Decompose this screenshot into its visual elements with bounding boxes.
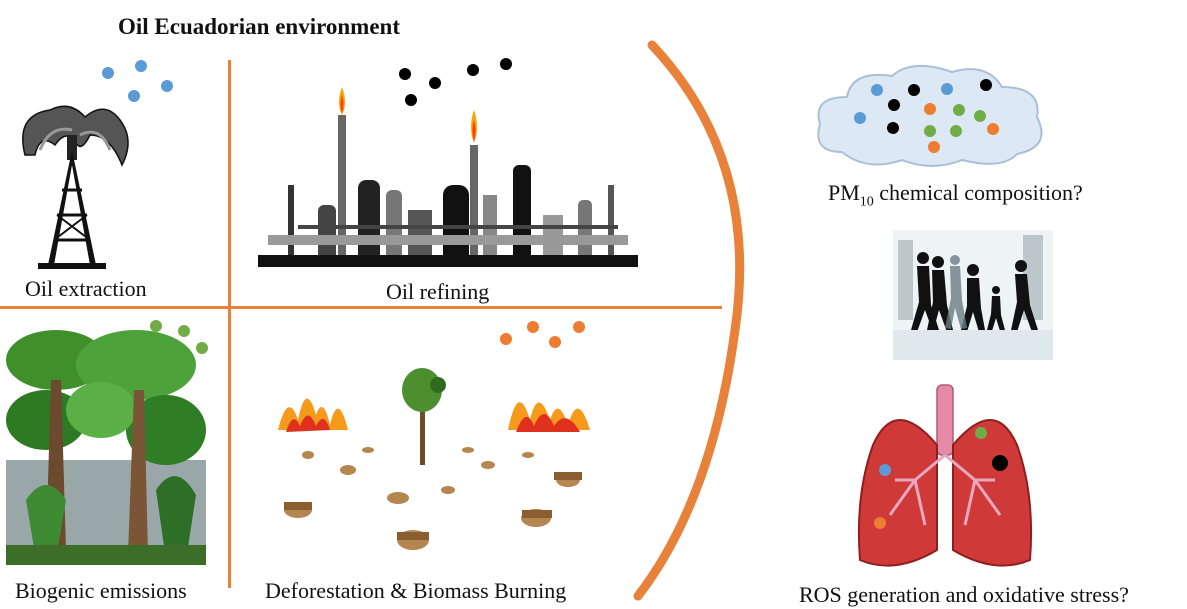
particle-black bbox=[908, 84, 920, 96]
particle-green bbox=[178, 325, 190, 337]
particle-black bbox=[500, 58, 512, 70]
particle-black bbox=[980, 79, 992, 91]
particle-orange bbox=[924, 103, 936, 115]
deforestation-icon bbox=[278, 368, 590, 550]
label-oil-extraction: Oil extraction bbox=[25, 276, 147, 301]
particle-orange bbox=[500, 333, 512, 345]
label-oil-refining: Oil refining bbox=[386, 279, 490, 304]
particle-orange bbox=[549, 336, 561, 348]
particle-green bbox=[953, 104, 965, 116]
particle-blue bbox=[135, 60, 147, 72]
horizontal-divider bbox=[0, 306, 722, 309]
particle-orange bbox=[527, 321, 539, 333]
particle-black bbox=[888, 99, 900, 111]
pm-suffix: chemical composition? bbox=[873, 180, 1083, 205]
particle-black bbox=[399, 68, 411, 80]
oil-derrick-icon bbox=[22, 105, 129, 269]
particle-black bbox=[467, 64, 479, 76]
people-walking-icon bbox=[893, 230, 1053, 360]
particle-blue bbox=[128, 90, 140, 102]
page-title: Oil Ecuadorian environment bbox=[118, 14, 400, 39]
particle-black bbox=[887, 122, 899, 134]
particle-blue bbox=[854, 112, 866, 124]
particle-green bbox=[150, 320, 162, 332]
particle-blue bbox=[102, 67, 114, 79]
particle-black bbox=[405, 94, 417, 106]
lungs-icon bbox=[857, 384, 1033, 567]
particle-orange bbox=[573, 321, 585, 333]
particle-orange bbox=[928, 141, 940, 153]
particle-green bbox=[974, 110, 986, 122]
particle-blue bbox=[941, 83, 953, 95]
rainforest-icon bbox=[6, 330, 206, 565]
pm10-cloud-icon bbox=[817, 64, 1043, 167]
particle-black bbox=[429, 77, 441, 89]
particle-green bbox=[950, 125, 962, 137]
refinery-icon bbox=[258, 87, 638, 267]
pm-prefix: PM bbox=[828, 180, 860, 205]
label-ros-oxidative-stress: ROS generation and oxidative stress? bbox=[799, 582, 1129, 607]
particle-blue bbox=[871, 84, 883, 96]
pm-subscript: 10 bbox=[859, 194, 874, 210]
particle-green bbox=[196, 342, 208, 354]
label-pm10-composition: PM10 chemical composition? bbox=[828, 180, 1083, 210]
label-biogenic-emissions: Biogenic emissions bbox=[15, 578, 187, 603]
particle-orange bbox=[987, 123, 999, 135]
particle-green bbox=[924, 125, 936, 137]
particle-blue bbox=[161, 80, 173, 92]
label-deforestation-biomass-burning: Deforestation & Biomass Burning bbox=[265, 578, 567, 603]
vertical-divider bbox=[228, 60, 231, 588]
